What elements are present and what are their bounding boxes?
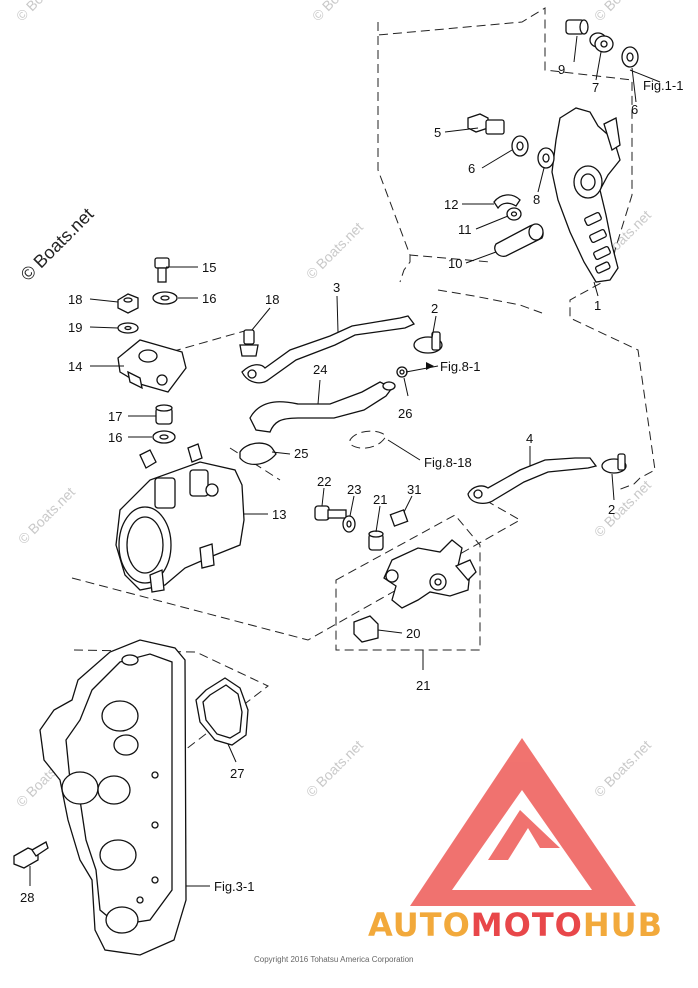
cylinder-block[interactable] [39, 639, 187, 956]
part-29-gasket[interactable] [195, 677, 249, 746]
logo-triangle-inner [452, 790, 592, 890]
part-6-washer-top[interactable] [621, 46, 639, 68]
logo-triangle-core [488, 810, 560, 860]
label-part-25: 23 [347, 482, 361, 497]
label-part-2-lower: 2 [608, 502, 615, 517]
label-part-6-top: 6 [631, 102, 638, 117]
label-part-7: 7 [592, 80, 599, 95]
part-2-clip-upper[interactable] [413, 331, 443, 354]
label-part-29: 27 [230, 766, 244, 781]
part-6-washer-mid[interactable] [511, 135, 529, 157]
part-3-rod[interactable] [241, 315, 416, 384]
part-5-bolt[interactable] [467, 113, 505, 135]
figure-references: Fig.1-1 Fig.8-1 Fig.8-18 Fig.3-1 [214, 78, 683, 894]
part-19-nut[interactable] [117, 293, 139, 314]
watermark-tile: © Boats.net [303, 737, 366, 800]
part-13-throttle-body[interactable] [115, 443, 245, 593]
part-23-collar[interactable] [368, 530, 384, 551]
leader-lines [29, 35, 661, 887]
label-part-5: 5 [434, 125, 441, 140]
part-14-bracket[interactable] [117, 339, 187, 393]
watermark-main: © Boats.net [17, 204, 98, 285]
part-15-bolt[interactable] [154, 257, 170, 283]
label-part-14: 14 [68, 359, 82, 374]
watermark-tile: © Boats.net [13, 0, 76, 24]
automotohub-logo [410, 738, 636, 906]
label-part-8: 8 [533, 192, 540, 207]
ref-fig-8-18[interactable]: Fig.8-18 [424, 455, 472, 470]
part-26-hose[interactable] [249, 381, 396, 433]
label-part-16-top: 16 [202, 291, 216, 306]
label-part-31: 31 [407, 482, 421, 497]
part-labels: 9 7 6 5 6 8 12 11 10 1 15 16 18 19 14 17… [20, 62, 638, 905]
label-part-9: 9 [558, 62, 565, 77]
part-16-washer-bottom[interactable] [152, 430, 176, 444]
part-30-bolt[interactable] [13, 841, 49, 869]
watermark-tile: © Boats.net [591, 737, 654, 800]
watermark-tile: © Boats.net [591, 0, 654, 24]
brand-auto: AUTO [368, 906, 471, 944]
label-part-3: 3 [333, 280, 340, 295]
part-8-washer[interactable] [537, 147, 555, 169]
part-11-washer[interactable] [506, 207, 522, 221]
label-part-10: 10 [448, 256, 462, 271]
watermark-tile: © Boats.net [15, 484, 78, 547]
part-7-bushing[interactable] [589, 32, 614, 53]
part-10-sleeve[interactable] [494, 223, 544, 257]
label-part-24: 22 [317, 474, 331, 489]
part-18-ball-joint[interactable] [239, 329, 259, 357]
part-28-clip[interactable] [396, 366, 408, 378]
label-part-28: 26 [398, 406, 412, 421]
ref-fig-1-1[interactable]: Fig.1-1 [643, 78, 683, 93]
label-part-1: 1 [594, 298, 601, 313]
brand-hub: HUB [583, 906, 663, 944]
label-part-12: 12 [444, 197, 458, 212]
label-part-22: 20 [406, 626, 420, 641]
label-part-19: 18 [68, 292, 82, 307]
label-part-26: 24 [313, 362, 327, 377]
label-part-2-upper: 2 [431, 301, 438, 316]
part-20-washer[interactable] [117, 322, 139, 334]
label-part-16-bottom: 16 [108, 430, 122, 445]
label-part-27: 25 [294, 446, 308, 461]
label-part-30: 28 [20, 890, 34, 905]
part-22-block[interactable] [353, 615, 379, 643]
label-part-11: 11 [458, 222, 472, 237]
brand-moto: MOTO [471, 906, 583, 944]
label-part-17: 17 [108, 409, 122, 424]
part-2-clip-lower[interactable] [601, 453, 627, 474]
part-4-rod[interactable] [467, 457, 598, 505]
label-part-20: 19 [68, 320, 82, 335]
watermark-tile: © Boats.net [303, 219, 366, 282]
label-part-13: 13 [272, 507, 286, 522]
part-1-lever-arm[interactable] [551, 107, 621, 283]
copyright-text: Copyright 2016 Tohatsu America Corporati… [254, 955, 414, 964]
part-9-collar[interactable] [565, 19, 589, 35]
part-25-washer[interactable] [342, 515, 356, 533]
ref-fig-3-1[interactable]: Fig.3-1 [214, 879, 254, 894]
part-17-collar[interactable] [155, 404, 173, 425]
label-part-15: 15 [202, 260, 216, 275]
label-part-18-visible: 18 [265, 292, 279, 307]
label-part-4: 4 [526, 431, 533, 446]
watermark-tile: © Boats.net [309, 0, 372, 24]
part-24-screw[interactable] [314, 505, 347, 521]
label-part-6-mid: 6 [468, 161, 475, 176]
ref-fig-8-1[interactable]: Fig.8-1 [440, 359, 480, 374]
label-part-23: 21 [373, 492, 387, 507]
watermark-tile: © Boats.net [591, 477, 654, 540]
fig-8-18-clamp-outline [349, 430, 387, 449]
brand-wordmark: AUTOMOTOHUB [368, 906, 663, 944]
part-16-washer-top[interactable] [152, 291, 178, 305]
part-31-plate[interactable] [389, 509, 409, 527]
part-12-clip[interactable] [493, 194, 521, 210]
part-27-clamp[interactable] [239, 442, 277, 465]
label-part-21-visible: 21 [416, 678, 430, 693]
part-21-lever-assembly[interactable] [383, 539, 477, 609]
